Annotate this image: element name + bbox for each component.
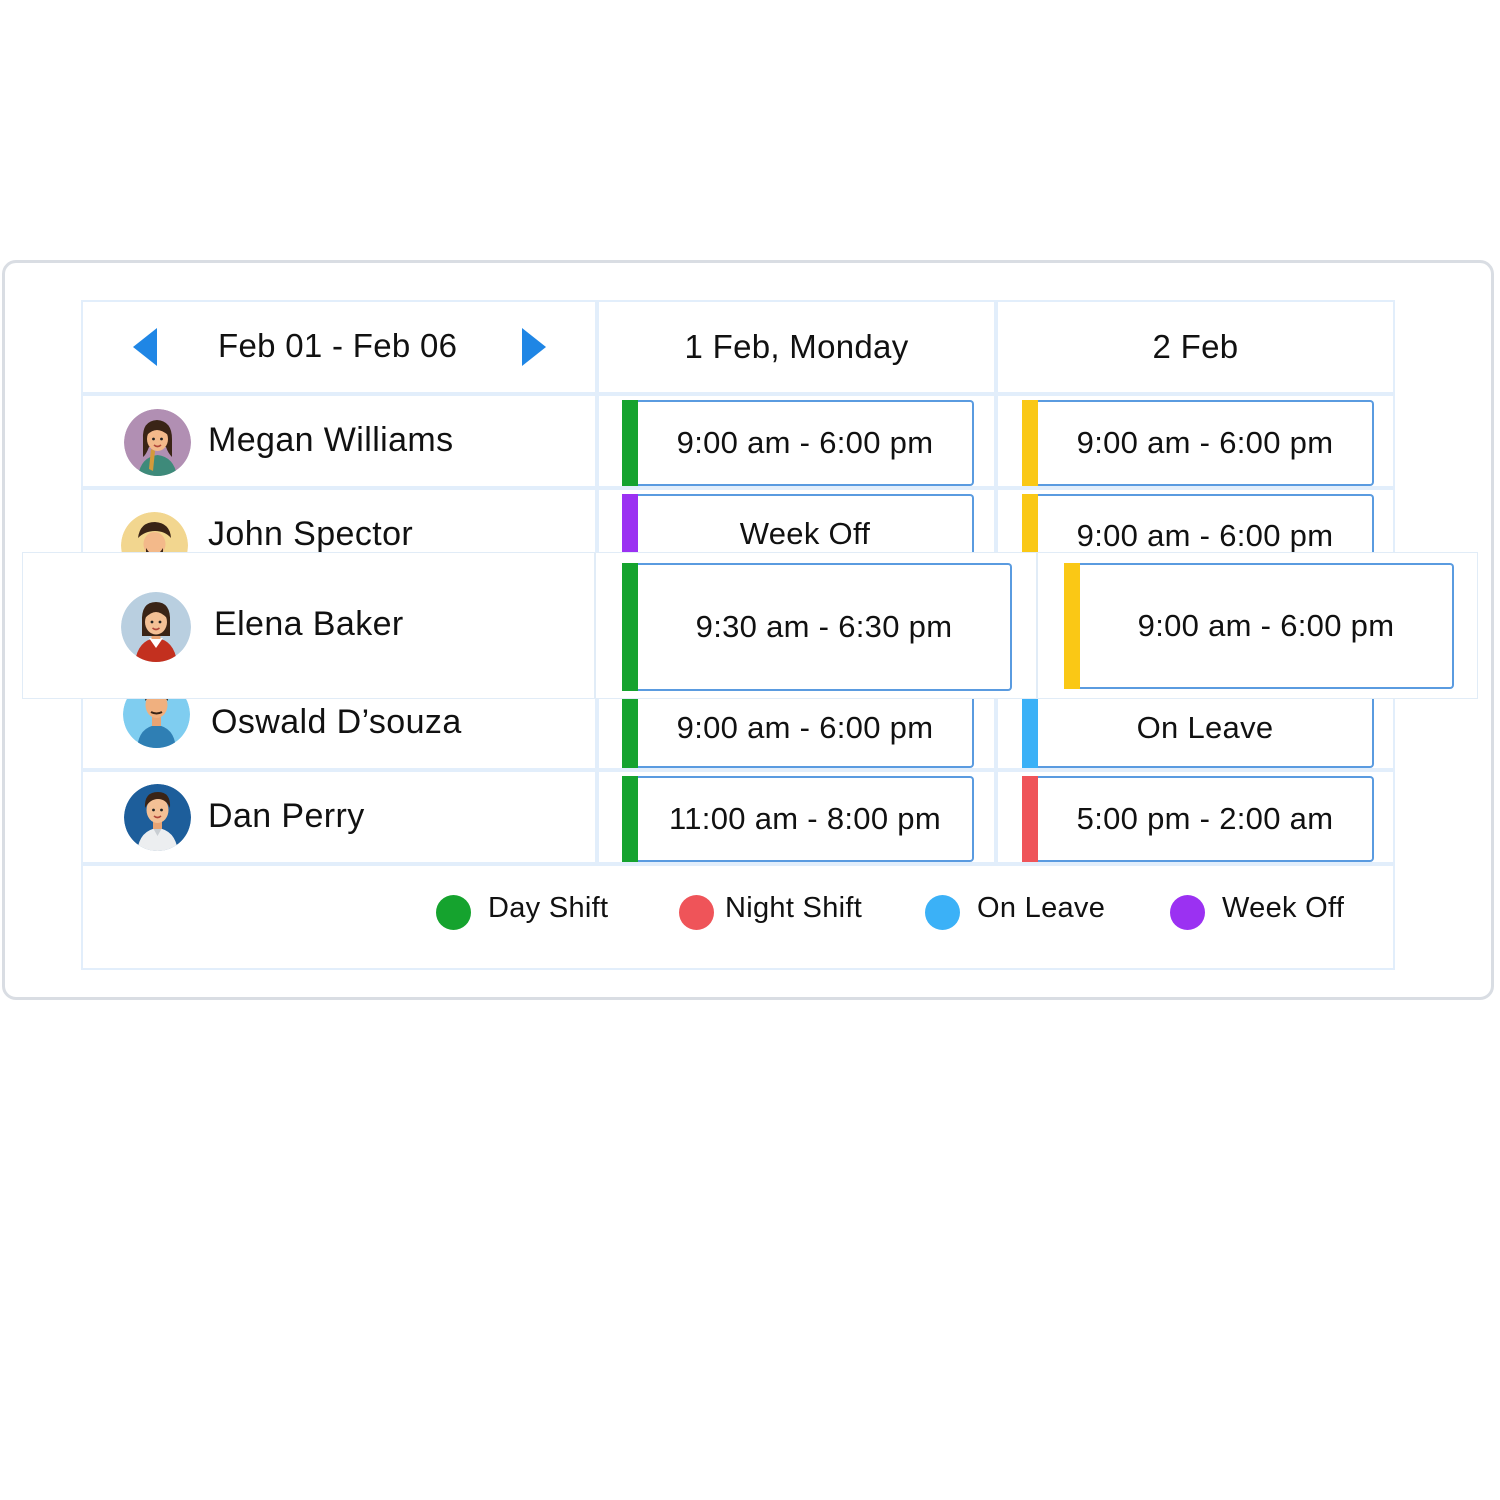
status-bar bbox=[622, 682, 638, 768]
legend-label-on-leave: On Leave bbox=[977, 892, 1106, 924]
status-bar bbox=[1064, 563, 1080, 689]
status-bar bbox=[622, 776, 638, 862]
employee-name: Oswald D’souza bbox=[211, 703, 462, 741]
shift-time: 9:00 am - 6:00 pm bbox=[1076, 518, 1334, 553]
status-bar bbox=[622, 563, 638, 691]
day-header-2-label: 2 Feb bbox=[1152, 328, 1239, 365]
employee-name: Megan Williams bbox=[208, 421, 454, 459]
shift-block[interactable]: 9:00 am - 6:00 pm bbox=[1022, 400, 1374, 486]
shift-time: 11:00 am - 8:00 pm bbox=[669, 801, 941, 836]
day-header-1: 1 Feb, Monday bbox=[597, 300, 996, 394]
legend-dot-week-off bbox=[1170, 895, 1205, 930]
shift-time: Week Off bbox=[739, 516, 871, 551]
shift-time: 9:00 am - 6:00 pm bbox=[1076, 425, 1334, 460]
shift-block[interactable]: 11:00 am - 8:00 pm bbox=[622, 776, 974, 862]
chevron-left-icon[interactable] bbox=[133, 328, 157, 366]
avatar bbox=[121, 592, 191, 662]
day-header-2: 2 Feb bbox=[996, 300, 1395, 394]
shift-time: 5:00 pm - 2:00 am bbox=[1076, 801, 1334, 836]
date-range-header bbox=[81, 300, 597, 394]
employee-name: John Spector bbox=[208, 515, 414, 553]
shift-time: 9:30 am - 6:30 pm bbox=[695, 609, 953, 644]
legend-dot-night-shift bbox=[679, 895, 714, 930]
shift-time: On Leave bbox=[1136, 710, 1274, 745]
shift-block[interactable]: 9:00 am - 6:00 pm bbox=[622, 400, 974, 486]
status-bar bbox=[1022, 776, 1038, 862]
shift-time: 9:00 am - 6:00 pm bbox=[676, 425, 934, 460]
shift-block[interactable]: 9:30 am - 6:30 pm bbox=[622, 563, 1012, 691]
status-bar bbox=[1022, 682, 1038, 768]
legend-label-day-shift: Day Shift bbox=[488, 892, 609, 924]
status-bar bbox=[1022, 400, 1038, 486]
shift-block[interactable]: 5:00 pm - 2:00 am bbox=[1022, 776, 1374, 862]
row-divider bbox=[1036, 553, 1038, 698]
avatar bbox=[124, 409, 191, 476]
row-divider bbox=[594, 553, 596, 698]
status-bar bbox=[622, 400, 638, 486]
legend-dot-on-leave bbox=[925, 895, 960, 930]
shift-time: 9:00 am - 6:00 pm bbox=[1137, 608, 1395, 643]
legend-dot-day-shift bbox=[436, 895, 471, 930]
employee-name: Elena Baker bbox=[214, 605, 404, 643]
legend-label-week-off: Week Off bbox=[1222, 892, 1345, 924]
day-header-1-label: 1 Feb, Monday bbox=[684, 328, 909, 365]
chevron-right-icon[interactable] bbox=[522, 328, 546, 366]
legend-label-night-shift: Night Shift bbox=[725, 892, 863, 924]
employee-name: Dan Perry bbox=[208, 797, 365, 835]
date-range-label: Feb 01 - Feb 06 bbox=[218, 327, 458, 364]
shift-block[interactable]: 9:00 am - 6:00 pm bbox=[1064, 563, 1454, 689]
shift-time: 9:00 am - 6:00 pm bbox=[676, 710, 934, 745]
avatar bbox=[124, 784, 191, 851]
